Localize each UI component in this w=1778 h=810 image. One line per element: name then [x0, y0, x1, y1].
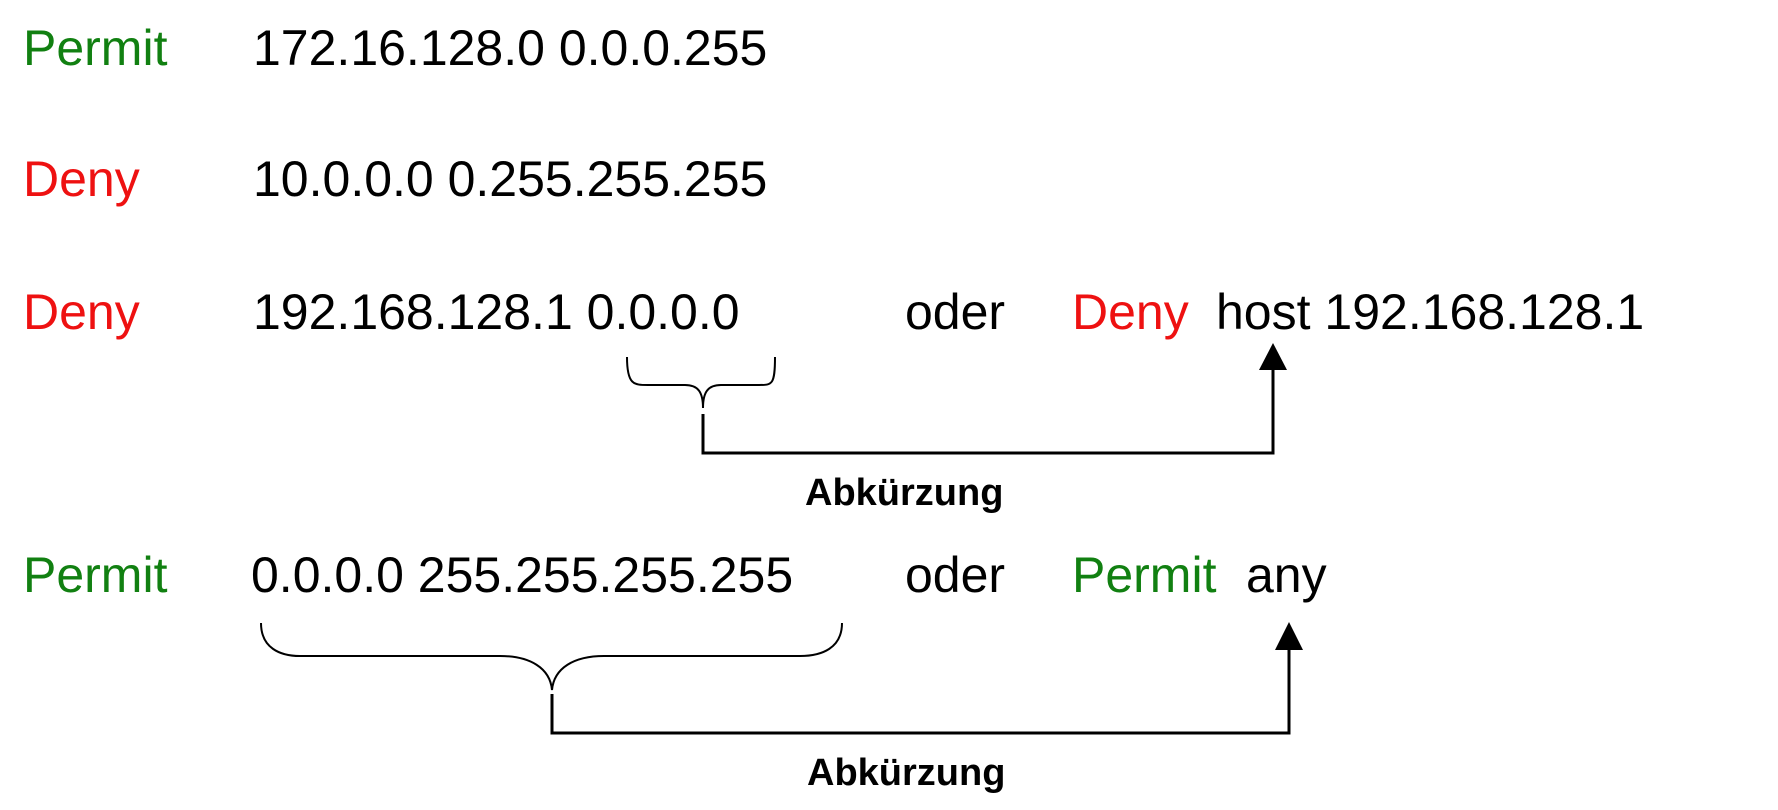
row1-address: 172.16.128.0 0.0.0.255: [253, 20, 768, 76]
row3-alt-text: host 192.168.128.1: [1216, 284, 1645, 340]
host-connector-line: [701, 370, 1275, 455]
any-arrowhead: [1275, 622, 1303, 650]
row3-oder: oder: [905, 284, 1006, 340]
row3-alt-action: Deny: [1072, 284, 1189, 340]
row4-oder: oder: [905, 547, 1006, 603]
any-abbreviation-label: Abkürzung: [807, 752, 1006, 794]
row2-action: Deny: [23, 151, 140, 207]
row2-address: 10.0.0.0 0.255.255.255: [253, 151, 768, 207]
row3-action: Deny: [23, 284, 140, 340]
any-wildcard-brace: [260, 622, 843, 691]
row4-alt-text: any: [1246, 547, 1327, 603]
host-abbreviation-label: Abkürzung: [805, 472, 1004, 514]
host-arrowhead: [1259, 343, 1287, 370]
row1-action: Permit: [23, 20, 168, 76]
row3-address: 192.168.128.1 0.0.0.0: [253, 284, 740, 340]
host-wildcard-brace: [626, 356, 776, 409]
any-connector-line: [550, 650, 1291, 735]
row4-alt-action: Permit: [1072, 547, 1217, 603]
row4-address: 0.0.0.0 255.255.255.255: [251, 547, 794, 603]
row4-action: Permit: [23, 547, 168, 603]
